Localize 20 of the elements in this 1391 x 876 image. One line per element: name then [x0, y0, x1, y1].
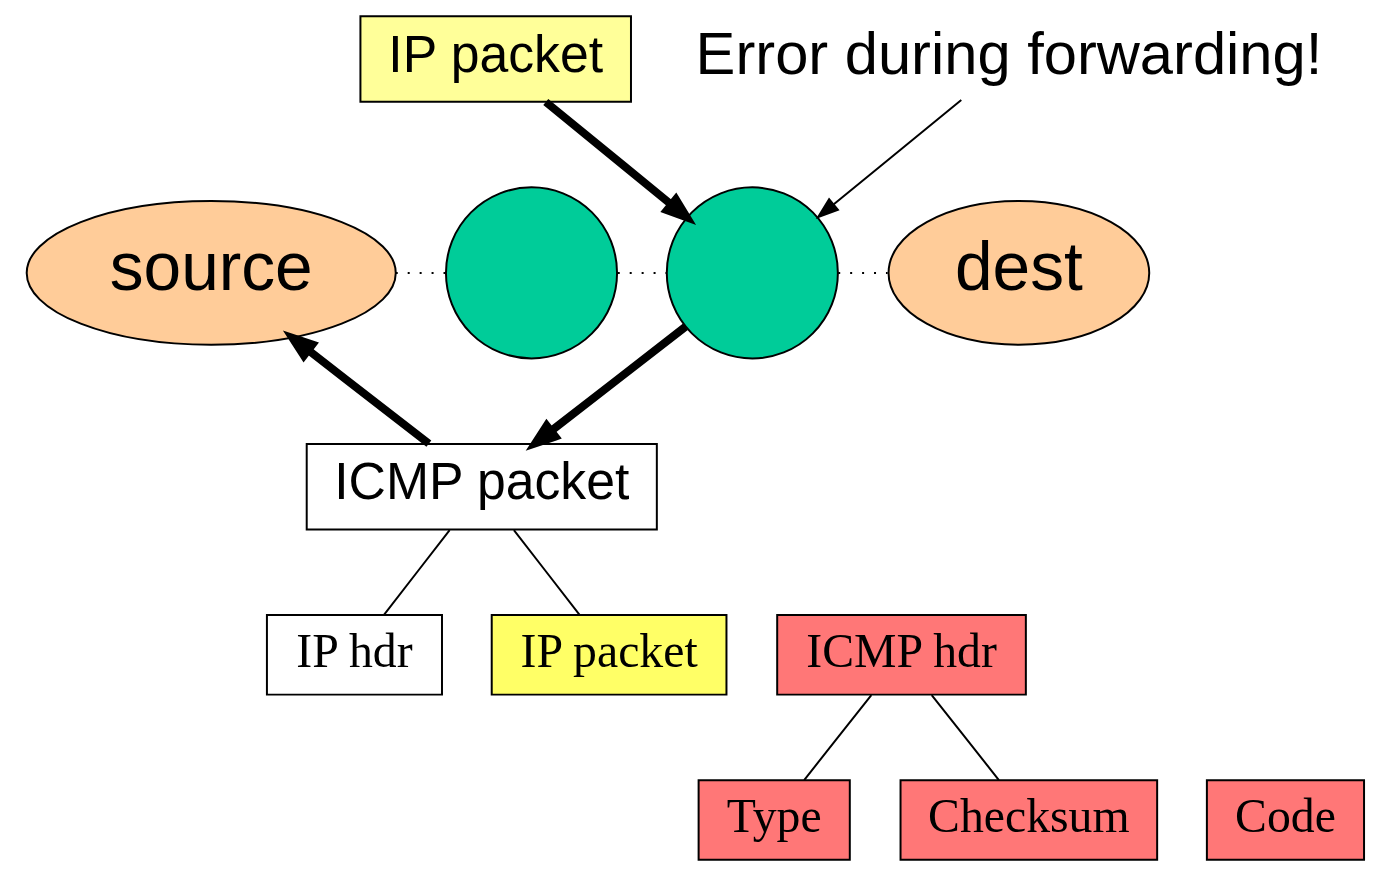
arrow: [543, 98, 697, 225]
arrow: [815, 99, 963, 219]
arrow: [282, 330, 432, 447]
node-ellipse: source: [25, 200, 397, 346]
connector: [382, 529, 451, 616]
node-box: IP hdr: [265, 614, 443, 696]
node-circle: [444, 186, 619, 360]
arrow: [525, 323, 688, 451]
node-box: IP packet: [490, 614, 728, 696]
node-text: Error during forwarding!: [695, 19, 1323, 87]
node-ellipse: dest: [887, 200, 1151, 346]
connector: [930, 694, 1000, 782]
node-box: Type: [697, 779, 851, 861]
connector: [512, 529, 581, 616]
connector: [803, 694, 873, 782]
node-box: IP packet: [359, 15, 632, 103]
node-box: ICMP packet: [305, 442, 658, 531]
node-box: ICMP hdr: [776, 614, 1027, 696]
node-box: Checksum: [899, 779, 1159, 861]
node-box: Code: [1205, 779, 1366, 861]
